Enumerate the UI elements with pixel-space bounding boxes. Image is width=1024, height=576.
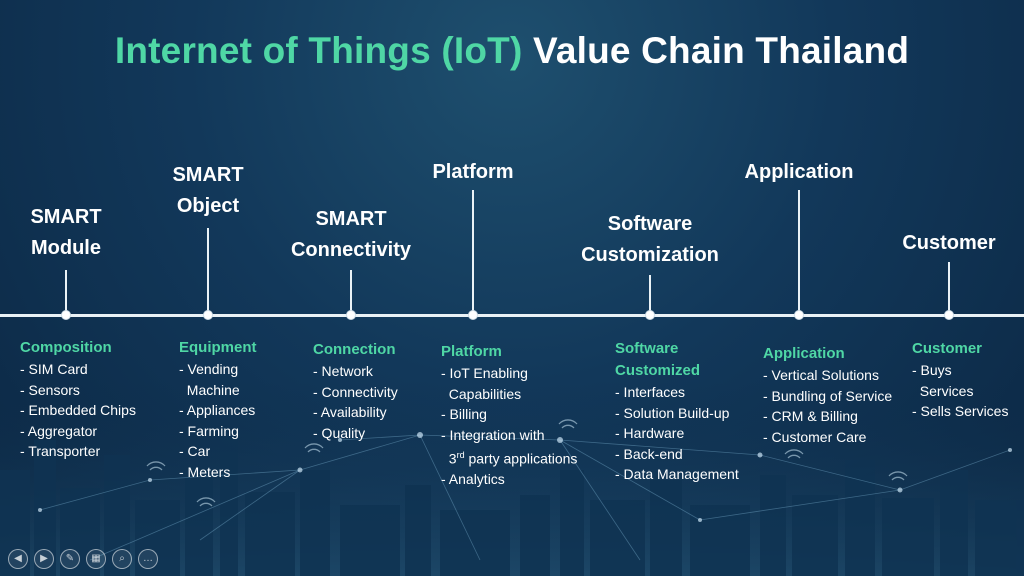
column-heading: Platform [441, 343, 502, 360]
stage-label-smart-connectivity: SMART Connectivity [251, 204, 451, 266]
detail-column-connection: Connection - Network - Connectivity - Avail… [313, 339, 398, 443]
column-item: - IoT Enabling [441, 365, 528, 381]
column-heading: Customized [615, 362, 701, 379]
stage-label-line: Connectivity [290, 239, 412, 261]
column-item: - Vertical Solutions [763, 367, 879, 383]
column-item: Machine [179, 381, 240, 398]
stage-label-application: Application [699, 157, 899, 188]
column-item: - Sells Services [912, 403, 1009, 419]
stage-connector-smart-connectivity [350, 270, 352, 315]
column-heading: Composition [20, 339, 112, 356]
column-item: - SIM Card [20, 361, 88, 377]
column-item: - Data Management [615, 466, 739, 482]
stage-label-line: SMART [315, 208, 387, 230]
column-item: - Connectivity [313, 383, 398, 400]
stage-label-line: Customer [902, 232, 996, 254]
column-item: 3rd party applications [441, 450, 578, 467]
timeline-node-smart-connectivity [346, 310, 356, 320]
stage-label-line: Customization [581, 244, 719, 266]
column-item: - Availability [313, 404, 387, 420]
column-item: - Appliances [179, 402, 256, 418]
slides-grid-icon[interactable]: ▦ [86, 549, 106, 569]
column-item: - CRM & Billing [763, 408, 858, 424]
column-item: - Vending [179, 361, 239, 377]
column-heading: Application [763, 345, 845, 362]
column-item: - Aggregator [20, 422, 98, 439]
title-rest: Value Chain Thailand [532, 30, 910, 71]
column-item: - Car [179, 443, 211, 459]
column-item: - Network [313, 363, 373, 379]
stage-connector-customer [948, 262, 950, 315]
timeline-node-smart-object [203, 310, 213, 320]
stage-label-line: SMART [172, 164, 244, 186]
column-item: - Hardware [615, 425, 685, 441]
column-item: - Interfaces [615, 384, 686, 400]
column-heading: Customer [912, 340, 983, 357]
column-item: Capabilities [441, 385, 522, 402]
column-item: - Buys [912, 362, 952, 378]
pen-icon[interactable]: ✎ [60, 549, 80, 569]
prev-icon[interactable]: ◀ [8, 549, 28, 569]
zoom-icon[interactable]: ⌕ [112, 549, 132, 569]
stage-label-platform: Platform [373, 157, 573, 188]
column-heading: Connection [313, 341, 396, 358]
timeline-axis [0, 314, 1024, 317]
column-item: - Embedded Chips [20, 402, 136, 418]
column-item: - Billing [441, 406, 487, 422]
timeline-node-application [794, 310, 804, 320]
column-item: - Sensors [20, 381, 80, 398]
stage-label-line: Application [744, 161, 854, 183]
more-icon[interactable]: … [138, 549, 158, 569]
column-heading: Equipment [179, 339, 257, 356]
timeline-node-customer [944, 310, 954, 320]
stage-connector-smart-object [207, 228, 209, 315]
timeline-node-smart-module [61, 310, 71, 320]
column-item: - Farming [179, 422, 239, 439]
next-icon[interactable]: ▶ [34, 549, 54, 569]
stage-label-line: SMART [30, 206, 102, 228]
detail-column-application: Application - Vertical Solutions - Bundlin… [763, 343, 892, 447]
column-item: - Integration with [441, 426, 545, 443]
stage-label-customer: Customer [849, 228, 1024, 259]
column-item: - Quality [313, 424, 366, 441]
slide-title: Internet of Things (IoT) Value Chain Tha… [0, 30, 1024, 72]
column-item: - Solution Build-up [615, 404, 730, 421]
detail-column-composition: Composition - SIM Card - Sensors - Embedded… [20, 337, 136, 462]
stage-label-line: Software [607, 213, 693, 235]
column-item: Services [912, 382, 974, 399]
stage-label-smart-object: SMART Object [108, 160, 308, 222]
stage-connector-application [798, 190, 800, 315]
column-item: - Analytics [441, 471, 505, 488]
detail-column-customer: Customer - Buys Services - Sells Services [912, 338, 1008, 422]
column-item: - Customer Care [763, 428, 867, 445]
column-item: - Meters [179, 463, 231, 480]
stage-label-line: Platform [432, 161, 514, 183]
stage-connector-platform [472, 190, 474, 315]
column-item: - Transporter [20, 443, 101, 459]
column-heading: Software [615, 340, 679, 357]
stage-connector-smart-module [65, 270, 67, 315]
column-item: - Back-end [615, 445, 683, 462]
detail-column-platform: Platform - IoT Enabling Capabilities - Bil… [441, 341, 577, 490]
timeline-node-software-customization [645, 310, 655, 320]
stage-connector-software-customization [649, 275, 651, 315]
title-accent: Internet of Things (IoT) [114, 30, 523, 71]
column-item: - Bundling of Service [763, 387, 893, 404]
stage-label-line: Module [31, 237, 101, 259]
stage-label-smart-module: SMART Module [0, 202, 166, 264]
stage-label-line: Object [176, 195, 240, 217]
detail-column-equipment: Equipment - Vending Machine - Appliances - … [179, 337, 257, 482]
timeline-node-platform [468, 310, 478, 320]
